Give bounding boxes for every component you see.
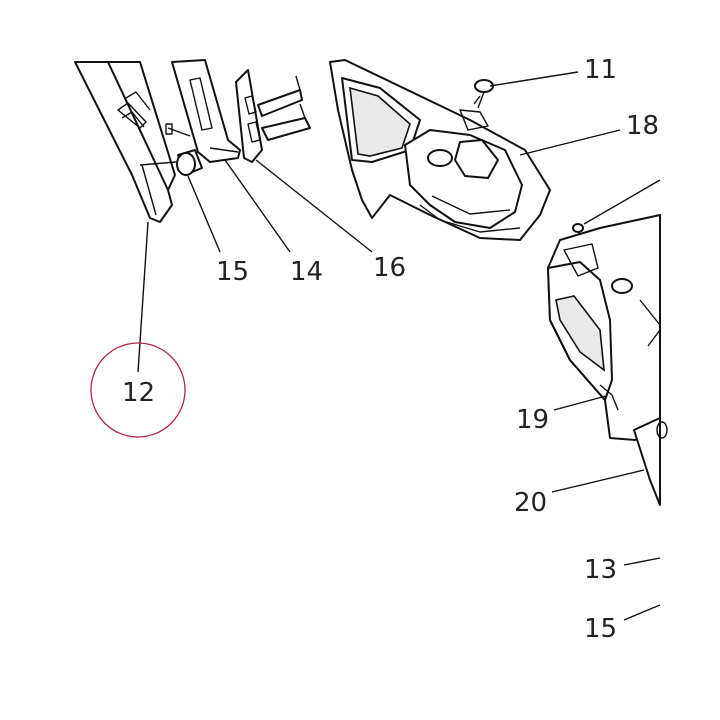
part-15-hidden-axis — [139, 161, 177, 166]
part-12-side-panel[interactable] — [74, 61, 176, 223]
part-20-plate[interactable] — [633, 417, 668, 506]
leader-19 — [553, 395, 607, 411]
leader-11 — [489, 71, 579, 87]
part-16-mounting-bracket[interactable] — [235, 69, 311, 163]
screw-small-left — [165, 123, 191, 137]
callout-15-top[interactable]: 15 — [216, 257, 249, 287]
callout-13[interactable]: 13 — [584, 555, 617, 585]
leader-lines — [137, 71, 661, 621]
leader-13 — [623, 557, 661, 566]
leader-14 — [224, 159, 291, 253]
callout-20[interactable]: 20 — [514, 488, 547, 518]
leader-15b — [623, 604, 661, 621]
leader-18-extra — [583, 179, 661, 225]
leader-20 — [551, 469, 645, 493]
callout-19[interactable]: 19 — [516, 405, 549, 435]
leader-12 — [137, 221, 149, 373]
callout-11[interactable]: 11 — [584, 55, 617, 85]
part-11-screw[interactable] — [473, 79, 494, 109]
part-14-bracket[interactable] — [171, 59, 241, 163]
part-18-housing[interactable] — [329, 59, 551, 241]
callout-18[interactable]: 18 — [626, 111, 659, 141]
leader-16 — [255, 159, 373, 253]
callout-12-highlight-circle — [90, 342, 186, 438]
callout-16[interactable]: 16 — [373, 253, 406, 283]
part-19-lower-cover[interactable] — [547, 214, 661, 441]
callout-12[interactable]: 12 — [122, 378, 155, 408]
leader-18 — [519, 129, 621, 156]
part-15-spacer[interactable] — [139, 149, 203, 176]
callout-labels: 11 18 15 14 16 12 19 20 13 15 — [122, 55, 659, 644]
callout-14[interactable]: 14 — [290, 257, 323, 287]
leader-15a — [187, 175, 221, 253]
callout-15-bottom[interactable]: 15 — [584, 614, 617, 644]
